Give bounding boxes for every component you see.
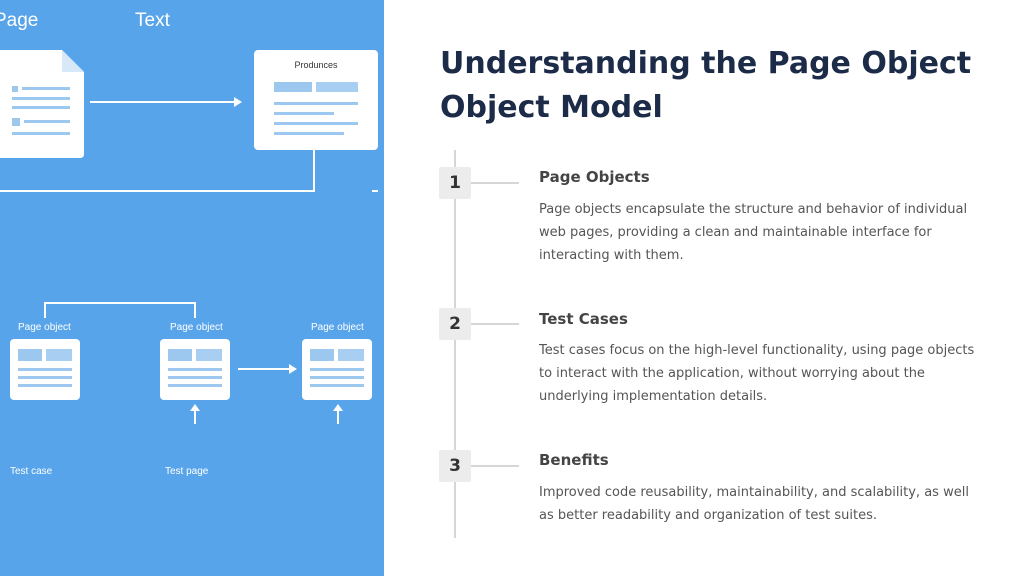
step-body: Test cases focus on the high-level funct… bbox=[539, 343, 975, 404]
arrow-line bbox=[194, 410, 196, 424]
bracket-line bbox=[194, 302, 196, 318]
arrow-line bbox=[90, 101, 236, 103]
arrow-head bbox=[234, 97, 242, 107]
label-page-object: Page object bbox=[170, 322, 223, 333]
step-heading: Test Cases bbox=[539, 310, 628, 328]
slide-title: Understanding the Page Object Object Mod… bbox=[440, 46, 972, 125]
diagram-illustration: Page Text Produnces Page obje bbox=[0, 0, 384, 576]
arrow-line bbox=[337, 410, 339, 424]
timeline-line bbox=[454, 150, 456, 538]
label-test-page: Test page bbox=[165, 466, 209, 477]
arrow-head bbox=[190, 404, 200, 411]
bracket-line bbox=[44, 302, 196, 304]
page-object-card bbox=[160, 339, 230, 400]
step-heading: Page Objects bbox=[539, 168, 650, 186]
label-test-case: Test case bbox=[10, 466, 53, 477]
step-connector bbox=[471, 465, 519, 467]
page-object-card bbox=[10, 339, 80, 400]
step-number-badge: 3 bbox=[439, 450, 471, 482]
label-page-object: Page object bbox=[18, 322, 71, 333]
step-connector bbox=[471, 323, 519, 325]
step-heading: Benefits bbox=[539, 451, 609, 469]
document-icon bbox=[0, 50, 84, 158]
step-connector bbox=[471, 182, 519, 184]
connector-line bbox=[313, 150, 315, 192]
label-produces: Produnces bbox=[294, 60, 338, 70]
arrow-head bbox=[289, 364, 297, 374]
label-text: Text bbox=[135, 10, 170, 31]
step-body: Improved code reusability, maintainabili… bbox=[539, 485, 969, 523]
connector-line bbox=[372, 190, 378, 192]
step-body: Page objects encapsulate the structure a… bbox=[539, 202, 968, 263]
step-number-badge: 2 bbox=[439, 308, 471, 340]
label-page-object: Page object bbox=[311, 322, 364, 333]
arrow-line bbox=[238, 368, 290, 370]
label-page: Page bbox=[0, 10, 39, 31]
arrow-head bbox=[333, 404, 343, 411]
page-object-card bbox=[302, 339, 372, 400]
connector-line bbox=[0, 190, 315, 192]
bracket-line bbox=[44, 302, 46, 318]
step-number-badge: 1 bbox=[439, 167, 471, 199]
produces-card: Produnces bbox=[254, 50, 378, 150]
